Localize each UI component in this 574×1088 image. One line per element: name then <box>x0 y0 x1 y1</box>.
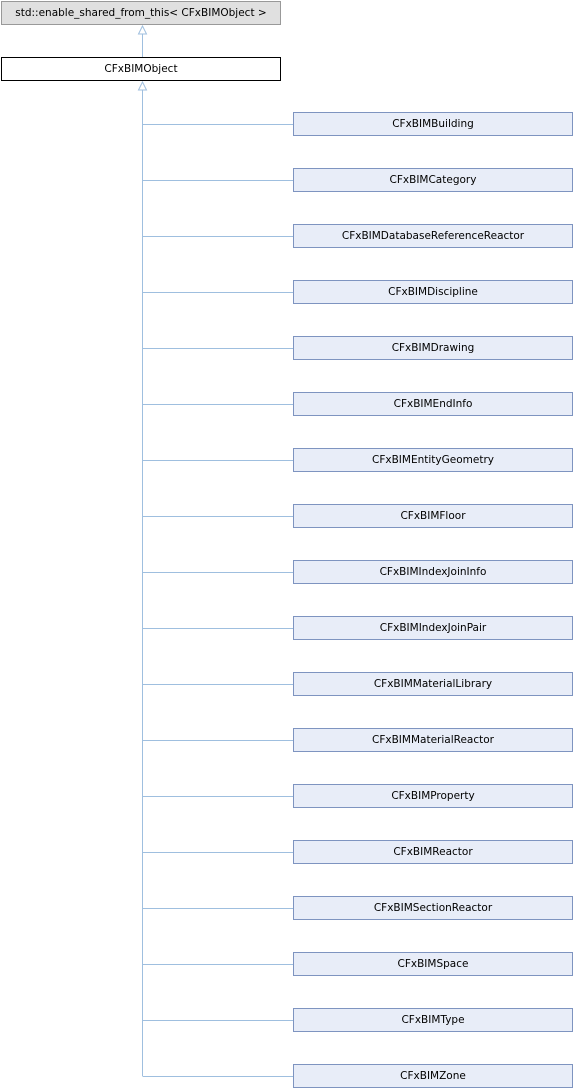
derived-class-label: CFxBIMReactor <box>393 846 473 858</box>
derived-inheritance-arrowhead <box>137 80 148 91</box>
derived-class-label: CFxBIMDatabaseReferenceReactor <box>341 230 525 242</box>
derived-class-node[interactable]: CFxBIMEntityGeometry <box>293 448 573 472</box>
derived-class-label: CFxBIMEndInfo <box>393 398 473 410</box>
derived-class-label: CFxBIMIndexJoinPair <box>379 622 487 634</box>
derived-class-label: CFxBIMSectionReactor <box>373 902 493 914</box>
derived-class-node[interactable]: CFxBIMFloor <box>293 504 573 528</box>
derived-class-node[interactable]: CFxBIMIndexJoinPair <box>293 616 573 640</box>
derived-class-label: CFxBIMSpace <box>397 958 469 970</box>
derived-class-label: CFxBIMMaterialLibrary <box>373 678 493 690</box>
derived-class-node[interactable]: CFxBIMBuilding <box>293 112 573 136</box>
derived-class-node[interactable]: CFxBIMSectionReactor <box>293 896 573 920</box>
base-class-node[interactable]: std::enable_shared_from_this< CFxBIMObje… <box>1 1 281 25</box>
derived-class-node[interactable]: CFxBIMDrawing <box>293 336 573 360</box>
derived-class-node[interactable]: CFxBIMSpace <box>293 952 573 976</box>
derived-class-label: CFxBIMType <box>401 1014 465 1026</box>
derived-class-label: CFxBIMMaterialReactor <box>372 734 494 746</box>
derived-class-node[interactable]: CFxBIMCategory <box>293 168 573 192</box>
derived-class-node[interactable]: CFxBIMMaterialReactor <box>293 728 573 752</box>
base-inheritance-arrowhead <box>137 24 148 35</box>
derived-class-label: CFxBIMEntityGeometry <box>372 454 494 466</box>
class-label: CFxBIMObject <box>104 63 178 75</box>
derived-class-node[interactable]: CFxBIMEndInfo <box>293 392 573 416</box>
derived-class-label: CFxBIMDrawing <box>391 342 475 354</box>
derived-class-label: CFxBIMBuilding <box>392 118 474 130</box>
derived-class-label: CFxBIMDiscipline <box>388 286 478 298</box>
derived-class-node[interactable]: CFxBIMIndexJoinInfo <box>293 560 573 584</box>
derived-class-label: CFxBIMFloor <box>400 510 466 522</box>
derived-class-node[interactable]: CFxBIMReactor <box>293 840 573 864</box>
derived-class-node[interactable]: CFxBIMDatabaseReferenceReactor <box>293 224 573 248</box>
derived-class-node[interactable]: CFxBIMType <box>293 1008 573 1032</box>
derived-class-label: CFxBIMIndexJoinInfo <box>379 566 487 578</box>
derived-class-node[interactable]: CFxBIMZone <box>293 1064 573 1088</box>
derived-class-node[interactable]: CFxBIMProperty <box>293 784 573 808</box>
derived-class-node[interactable]: CFxBIMMaterialLibrary <box>293 672 573 696</box>
derived-class-node[interactable]: CFxBIMDiscipline <box>293 280 573 304</box>
class-node[interactable]: CFxBIMObject <box>1 57 281 81</box>
derived-class-label: CFxBIMZone <box>400 1070 466 1082</box>
base-class-label: std::enable_shared_from_this< CFxBIMObje… <box>15 7 267 19</box>
derived-class-label: CFxBIMCategory <box>389 174 477 186</box>
derived-class-label: CFxBIMProperty <box>391 790 475 802</box>
